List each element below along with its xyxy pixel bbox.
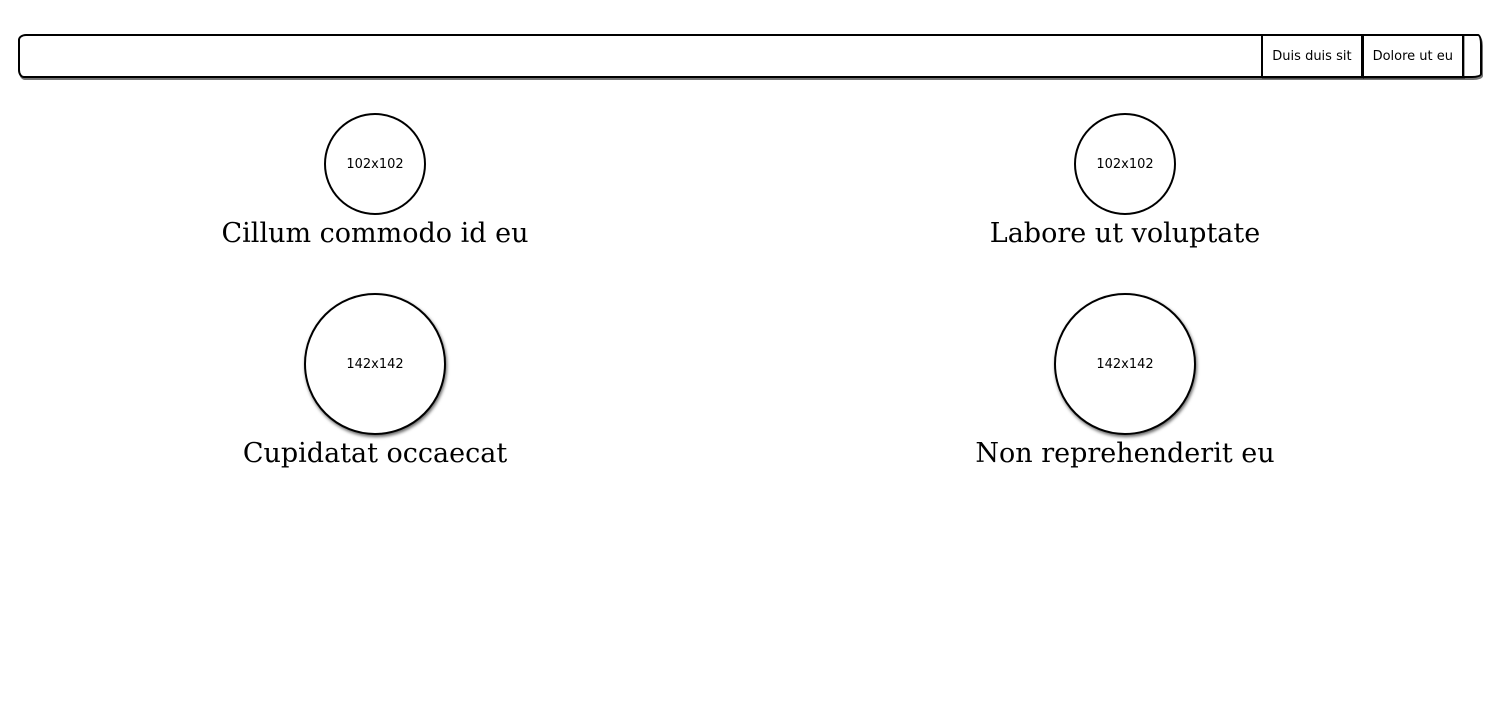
tile-caption: Cupidatat occaecat (242, 438, 508, 469)
image-size-label: 102x102 (346, 156, 404, 172)
tile-cupidatat-occaecat: 142x142 Cupidatat occaecat (225, 293, 525, 471)
image-placeholder: 102x102 (1074, 113, 1176, 215)
navbar-button-group: Duis duis sit Dolore ut eu (1261, 34, 1464, 78)
tile-non-reprehenderit-eu: 142x142 Non reprehenderit eu (975, 293, 1275, 471)
tile-caption: Cillum commodo id eu (221, 218, 529, 249)
image-placeholder: 102x102 (324, 113, 426, 215)
image-size-label: 102x102 (1096, 156, 1154, 172)
tile-caption: Labore ut voluptate (989, 218, 1261, 249)
tile-caption: Non reprehenderit eu (975, 438, 1275, 469)
tile-labore-ut-voluptate: 102x102 Labore ut voluptate (975, 113, 1275, 251)
image-placeholder: 142x142 (304, 293, 446, 435)
image-placeholder: 142x142 (1054, 293, 1196, 435)
image-size-label: 142x142 (1096, 356, 1154, 372)
image-size-label: 142x142 (346, 356, 404, 372)
nav-button-dolore-ut-eu[interactable]: Dolore ut eu (1361, 34, 1464, 78)
tile-cillum-commodo: 102x102 Cillum commodo id eu (222, 113, 528, 251)
nav-button-duis-duis-sit[interactable]: Duis duis sit (1261, 34, 1363, 78)
top-navbar: Duis duis sit Dolore ut eu (18, 34, 1482, 78)
